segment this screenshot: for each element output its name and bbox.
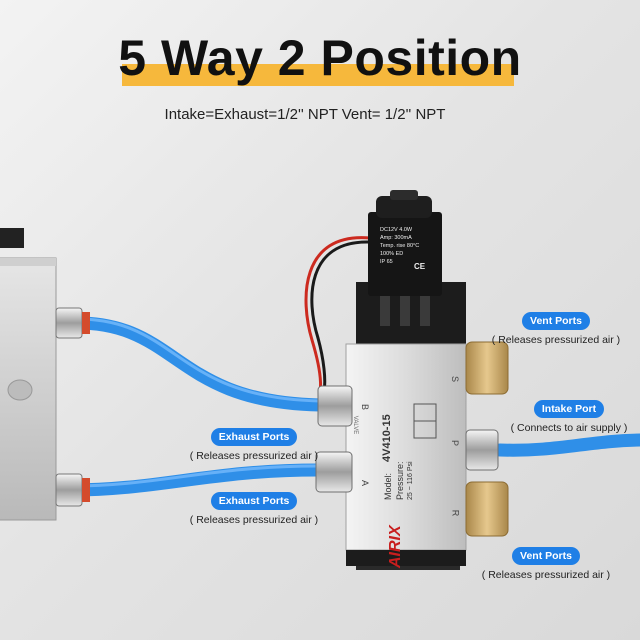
- cylinder-fittings: [55, 307, 90, 507]
- air-tubes: [63, 316, 327, 497]
- callout-exhaust-top: Exhaust Ports ( Releases pressurized air…: [186, 427, 322, 462]
- page-title: 5 Way 2 Position: [118, 30, 522, 86]
- pressure-label: Pressure:: [395, 461, 405, 500]
- valve-text: VALVE: [352, 415, 359, 435]
- port-b-label: B: [360, 403, 371, 411]
- callout-vent-bottom: Vent Ports ( Releases pressurized air ): [478, 546, 614, 581]
- solenoid-coil: [368, 190, 442, 296]
- exhaust-ports-desc-2: ( Releases pressurized air ): [189, 514, 319, 526]
- title-highlight: [122, 64, 514, 86]
- coil-wires: [304, 236, 371, 393]
- vent-ports-badge: Vent Ports: [522, 312, 590, 330]
- valve-fittings: [315, 385, 499, 493]
- exhaust-ports-desc: ( Releases pressurized air ): [189, 450, 319, 462]
- brass-mufflers: [465, 341, 509, 537]
- callout-vent-top: Vent Ports ( Releases pressurized air ): [488, 311, 624, 346]
- vent-ports-desc: ( Releases pressurized air ): [491, 334, 621, 346]
- vent-ports-desc-2: ( Releases pressurized air ): [481, 569, 611, 581]
- valve-body: [345, 343, 467, 570]
- spec-subtitle: Intake=Exhaust=1/2'' NPT Vent= 1/2'' NPT: [164, 106, 446, 123]
- port-a-label: A: [360, 479, 371, 487]
- ce-mark: CE: [414, 262, 426, 271]
- coil-spec-duty: 100% ED: [380, 251, 404, 257]
- coil-label: DC12V 4.0W Amp: 300mA Temp. rise 80°C 10…: [380, 226, 438, 266]
- port-r-label: R: [450, 509, 461, 517]
- vent-ports-badge-2: Vent Ports: [512, 547, 580, 565]
- coil-spec-ip: IP 65: [380, 259, 393, 265]
- callout-exhaust-bottom: Exhaust Ports ( Releases pressurized air…: [186, 491, 322, 526]
- model-label: Model:: [383, 472, 393, 500]
- port-p-label: P: [450, 439, 461, 447]
- air-cylinder: [0, 228, 57, 521]
- brand-logo: AIRIX: [387, 525, 404, 568]
- coil-spec-voltage: DC12V 4.0W: [380, 227, 413, 233]
- port-s-label: S: [450, 375, 461, 383]
- coil-spec-amp: Amp: 300mA: [380, 235, 412, 241]
- exhaust-ports-badge: Exhaust Ports: [210, 428, 298, 446]
- pressure-value: 25 ~ 116 Psi: [407, 461, 414, 500]
- intake-port-desc: ( Connects to air supply ): [510, 422, 628, 434]
- intake-port-badge: Intake Port: [533, 400, 605, 418]
- coil-spec-temp: Temp. rise 80°C: [380, 243, 420, 249]
- exhaust-ports-badge-2: Exhaust Ports: [210, 492, 298, 510]
- model-number: 4V410-15: [381, 414, 393, 462]
- title-block: 5 Way 2 Position: [0, 22, 640, 92]
- valve-label-group: AIRIX Model: 4V410-15 Pressure: 25 ~ 116…: [381, 360, 425, 570]
- callout-intake: Intake Port ( Connects to air supply ): [504, 399, 634, 434]
